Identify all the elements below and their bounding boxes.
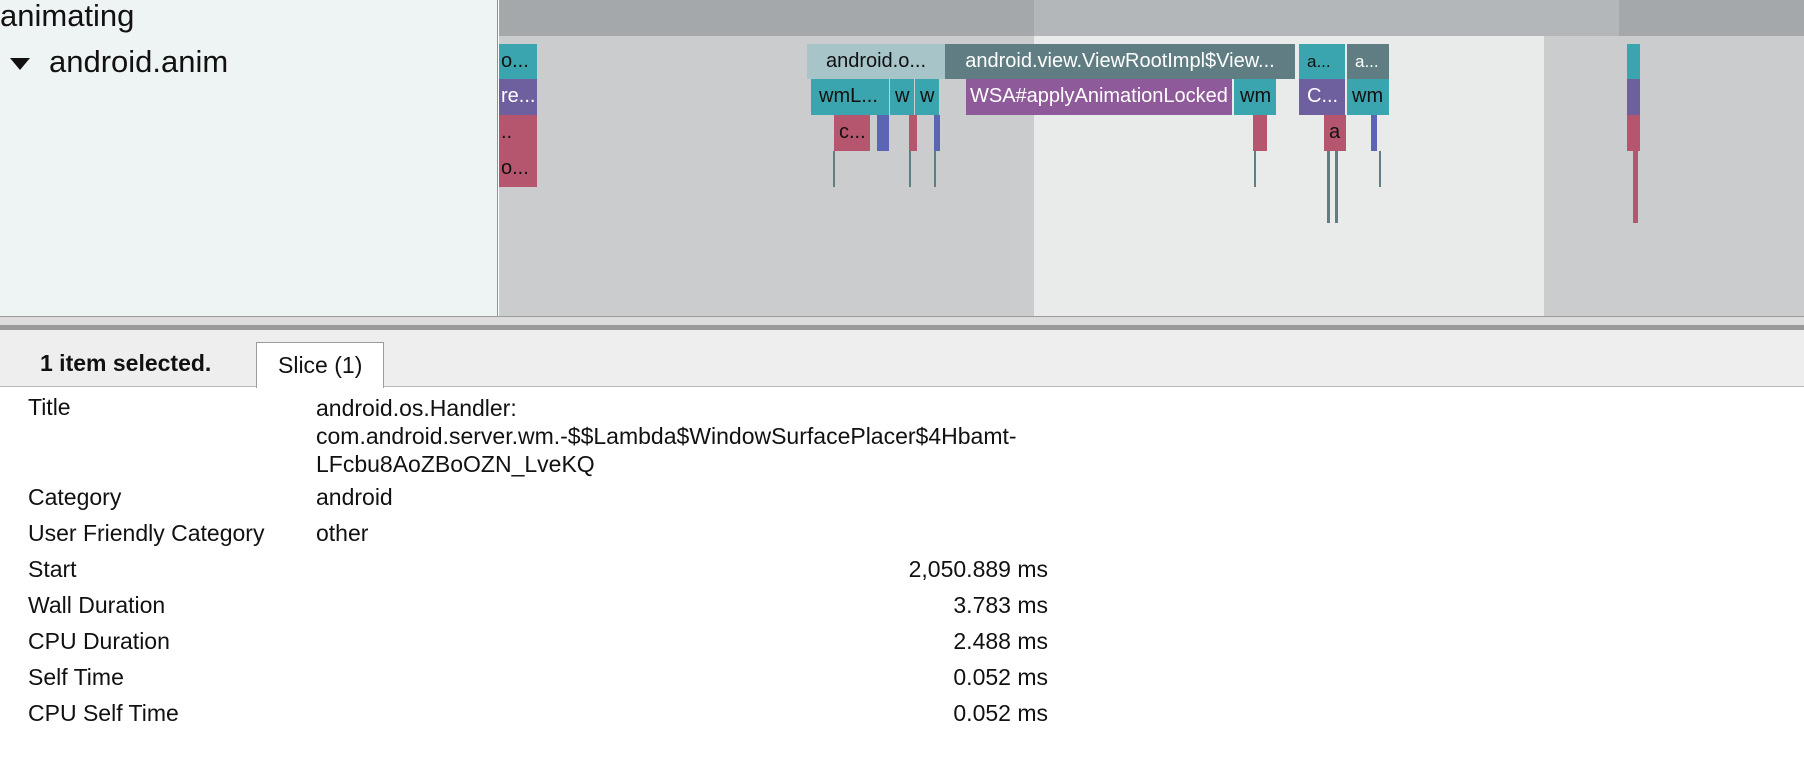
slice[interactable]: w xyxy=(915,79,939,115)
slice-sliver xyxy=(934,115,940,151)
slice-sliver xyxy=(1327,151,1330,223)
time-ruler-strip xyxy=(1619,0,1804,36)
slice-sliver xyxy=(1335,151,1338,223)
title-line: android.os.Handler: xyxy=(316,395,517,421)
collapse-triangle-icon[interactable] xyxy=(10,58,30,70)
slice-track-canvas[interactable]: o... re... .. o... android.o... android.… xyxy=(499,0,1804,316)
slice[interactable]: a xyxy=(1324,115,1346,151)
track-header: animating android.anim xyxy=(0,0,498,316)
slice-sliver xyxy=(1253,115,1267,151)
slice-sliver xyxy=(909,151,911,187)
analysis-panel-header: 1 item selected. Slice (1) xyxy=(0,330,1804,388)
slice[interactable]: re... xyxy=(499,79,537,115)
detail-label: Title xyxy=(28,394,71,420)
detail-value: 2,050.889 ms xyxy=(908,556,1048,582)
track-title: animating xyxy=(0,0,135,33)
panel-splitter[interactable] xyxy=(0,316,1804,330)
detail-value-title: android.os.Handler: com.android.server.w… xyxy=(316,394,1017,478)
slice-sliver xyxy=(1633,151,1638,223)
slice-sliver xyxy=(1627,115,1640,151)
slice-sliver xyxy=(934,151,936,187)
detail-label: Category xyxy=(28,484,122,510)
slice-sliver xyxy=(909,115,917,151)
slice-sliver xyxy=(877,115,889,151)
slice[interactable]: wmL... xyxy=(811,79,889,115)
detail-value: 2.488 ms xyxy=(953,628,1048,654)
detail-label: CPU Self Time xyxy=(28,700,179,726)
detail-value: 0.052 ms xyxy=(953,664,1048,690)
detail-label: Start xyxy=(28,556,77,582)
process-name[interactable]: android.anim xyxy=(49,44,229,79)
time-ruler-strip xyxy=(499,0,1034,36)
title-line: LFcbu8AoZBoOZN_LveKQ xyxy=(316,451,595,477)
slice[interactable]: w xyxy=(890,79,914,115)
selected-handler-slice[interactable]: android.o... xyxy=(807,44,945,79)
slice-sliver xyxy=(1627,44,1640,79)
slice[interactable]: wm xyxy=(1347,79,1389,115)
time-ruler-strip xyxy=(1034,0,1619,36)
detail-label: Wall Duration xyxy=(28,592,166,618)
slice[interactable]: o... xyxy=(499,151,537,187)
selection-status: 1 item selected. xyxy=(40,350,212,376)
tab-slice[interactable]: Slice (1) xyxy=(256,342,385,388)
slice[interactable]: a... xyxy=(1299,44,1345,79)
title-line: com.android.server.wm.-$$Lambda$WindowSu… xyxy=(316,423,1017,449)
slice[interactable]: android.view.ViewRootImpl$View... xyxy=(945,44,1295,79)
detail-value: android xyxy=(316,484,393,510)
slice[interactable]: c... xyxy=(834,115,870,151)
timeline-view: animating android.anim o... re... .. o..… xyxy=(0,0,1804,316)
slice[interactable]: .. xyxy=(499,115,537,151)
detail-label: Self Time xyxy=(28,664,124,690)
slice[interactable]: a... xyxy=(1347,44,1389,79)
slice-sliver xyxy=(1627,79,1640,115)
detail-value: other xyxy=(316,520,369,546)
slice-sliver xyxy=(833,151,835,187)
detail-label: User Friendly Category xyxy=(28,520,265,546)
detail-label: CPU Duration xyxy=(28,628,170,654)
slice-sliver xyxy=(1371,115,1377,151)
slice[interactable]: o... xyxy=(499,44,537,79)
slice-sliver xyxy=(1254,151,1256,187)
slice-sliver xyxy=(1379,151,1381,187)
detail-value: 3.783 ms xyxy=(953,592,1048,618)
slice[interactable]: WSA#applyAnimationLocked xyxy=(966,79,1232,115)
slice[interactable]: wm xyxy=(1234,79,1276,115)
detail-value: 0.052 ms xyxy=(953,700,1048,726)
slice[interactable]: C... xyxy=(1299,79,1345,115)
